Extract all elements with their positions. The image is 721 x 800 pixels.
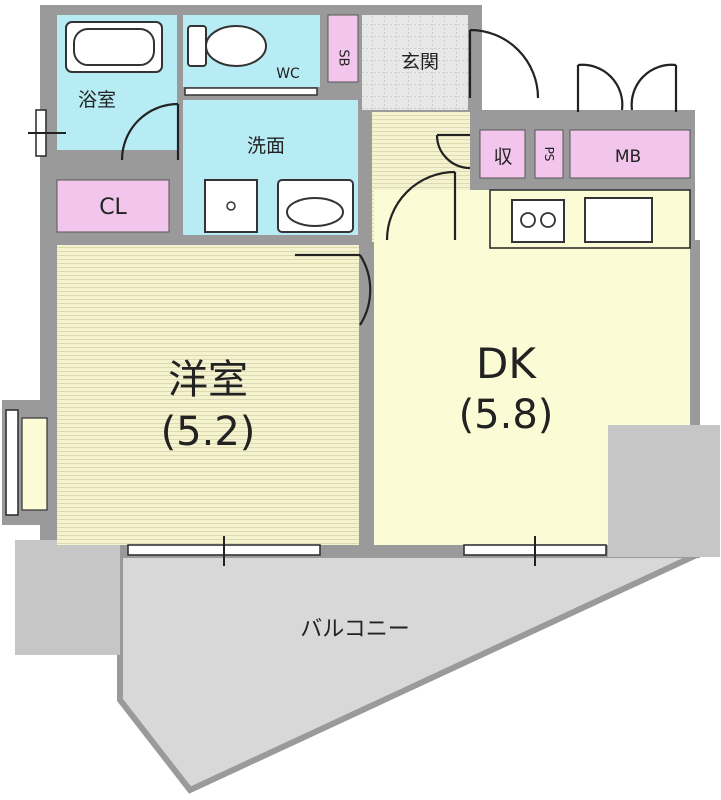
mb-door-right (630, 63, 678, 112)
pipe-space-label: PS (542, 147, 556, 162)
burner-left-icon (520, 212, 536, 228)
balcony-post-right (608, 425, 720, 557)
closet-label: CL (99, 195, 127, 220)
entrance (362, 15, 468, 110)
windows (5, 109, 607, 566)
doors (120, 28, 678, 326)
washbasin-bowl (286, 197, 344, 227)
mb-door-left (576, 63, 624, 112)
washing-machine-pan (204, 179, 258, 233)
shoe-box-label: SB (336, 49, 351, 66)
dk-room (374, 190, 690, 545)
western-room-label: 洋室 (168, 357, 248, 403)
balcony-label: バルコニー (300, 617, 410, 642)
kitchen-sink (584, 197, 653, 243)
drain-icon (226, 201, 236, 211)
washroom-label: 洗面 (247, 135, 285, 157)
storage-label: 収 (493, 146, 512, 168)
toilet-label: WC (276, 66, 300, 82)
bathroom-door (120, 102, 180, 161)
toilet-tank (187, 25, 207, 67)
storage (479, 129, 526, 179)
meter-box-label: MB (615, 147, 641, 167)
side-bay (21, 417, 48, 511)
western-room-door (295, 253, 372, 326)
western-room (57, 245, 359, 545)
balcony-post-left (15, 540, 120, 655)
side-window (5, 409, 19, 516)
entrance-door (468, 28, 540, 99)
stove (511, 199, 565, 243)
pipe-space (534, 129, 564, 179)
toilet-bowl (205, 25, 267, 67)
dk-size: (5.8) (459, 392, 554, 438)
dk-label: DK (476, 339, 537, 388)
shoe-box (327, 14, 359, 83)
entrance-label: 玄関 (401, 51, 439, 73)
meter-box (569, 129, 691, 179)
balcony-area (117, 542, 720, 794)
burner-right-icon (540, 212, 556, 228)
closet (56, 179, 170, 233)
bathtub-inner (73, 28, 155, 66)
hall-door (385, 170, 457, 241)
hall-door-2 (435, 133, 471, 170)
toilet-counter (184, 87, 318, 96)
bathroom-label: 浴室 (78, 89, 116, 111)
western-room-size: (5.2) (161, 409, 256, 455)
